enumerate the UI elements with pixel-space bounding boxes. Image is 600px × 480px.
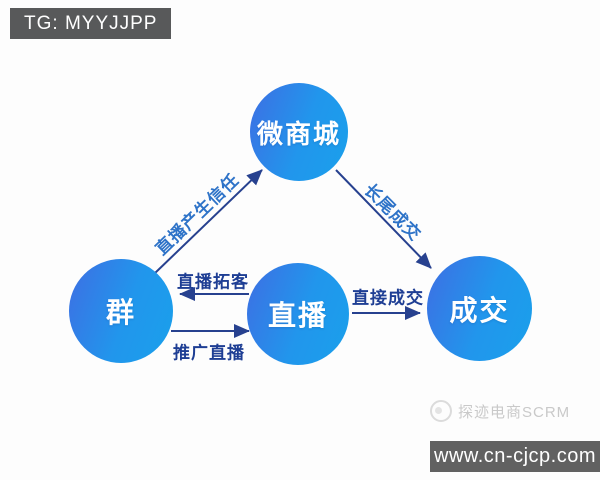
tanji-logo-icon [430,400,452,422]
node-qun: 群 [69,259,173,363]
edge-label-tuiguang: 推广直播 [173,343,245,363]
node-weimall: 微商城 [250,83,348,181]
edge-label-direct: 直接成交 [352,288,424,308]
tg-handle-badge: TG: MYYJJPP [10,8,172,39]
watermark-text: 探迹电商SCRM [458,403,571,421]
arrow-weimall-to-chengjiao [335,169,432,269]
arrow-qun-to-weimall [153,169,263,275]
watermark: 探迹电商SCRM [430,400,570,422]
edge-label-tuoke: 直播拓客 [177,272,249,292]
node-zhibo: 直播 [247,263,349,365]
node-chengjiao: 成交 [427,256,532,361]
website-url-badge: www.cn-cjcp.com [430,441,600,472]
